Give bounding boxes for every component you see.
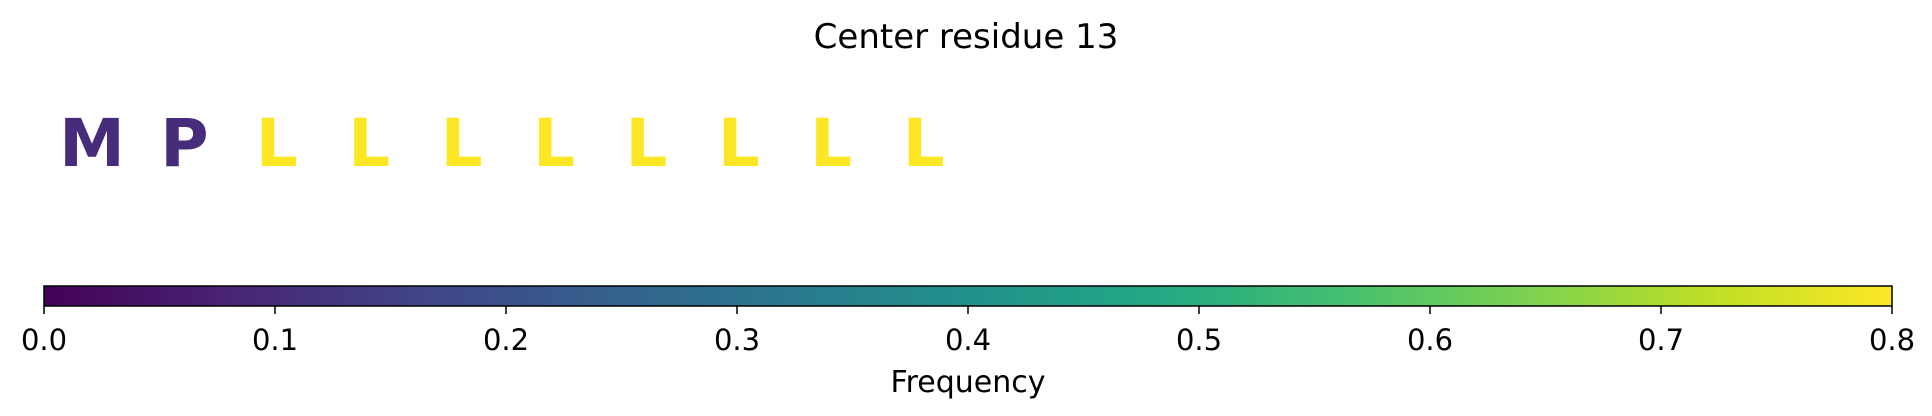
colorbar: 0.0 0.1 0.2 0.3 0.4 0.5 0.6 0.7 0.8 Frequency [21, 285, 1915, 400]
residue-letter: L [441, 105, 483, 182]
residue-letter: L [533, 105, 575, 182]
colorbar-gradient [43, 285, 1893, 307]
chart-title: Center residue 13 [814, 17, 1119, 57]
colorbar-tick-label: 0.1 [252, 323, 298, 357]
residue-letter: L [810, 105, 852, 182]
colorbar-tick-label: 0.2 [483, 323, 529, 357]
residue-letter: L [256, 105, 298, 182]
residue-letter: L [718, 105, 760, 182]
residue-letter: P [160, 105, 208, 182]
colorbar-tick-label: 0.3 [714, 323, 760, 357]
colorbar-tick-label: 0.8 [1869, 323, 1915, 357]
colorbar-tick-label: 0.5 [1176, 323, 1222, 357]
colorbar-tick-label: 0.0 [21, 323, 67, 357]
residue-letter: L [625, 105, 667, 182]
colorbar-ticks: 0.0 0.1 0.2 0.3 0.4 0.5 0.6 0.7 0.8 [21, 306, 1915, 357]
residue-letter: L [348, 105, 390, 182]
residue-letter: L [903, 105, 945, 182]
colorbar-axis-label: Frequency [891, 365, 1046, 400]
colorbar-tick-label: 0.6 [1407, 323, 1453, 357]
colorbar-tick-label: 0.7 [1638, 323, 1684, 357]
residue-letter: M [59, 105, 125, 182]
colorbar-tick-label: 0.4 [945, 323, 991, 357]
